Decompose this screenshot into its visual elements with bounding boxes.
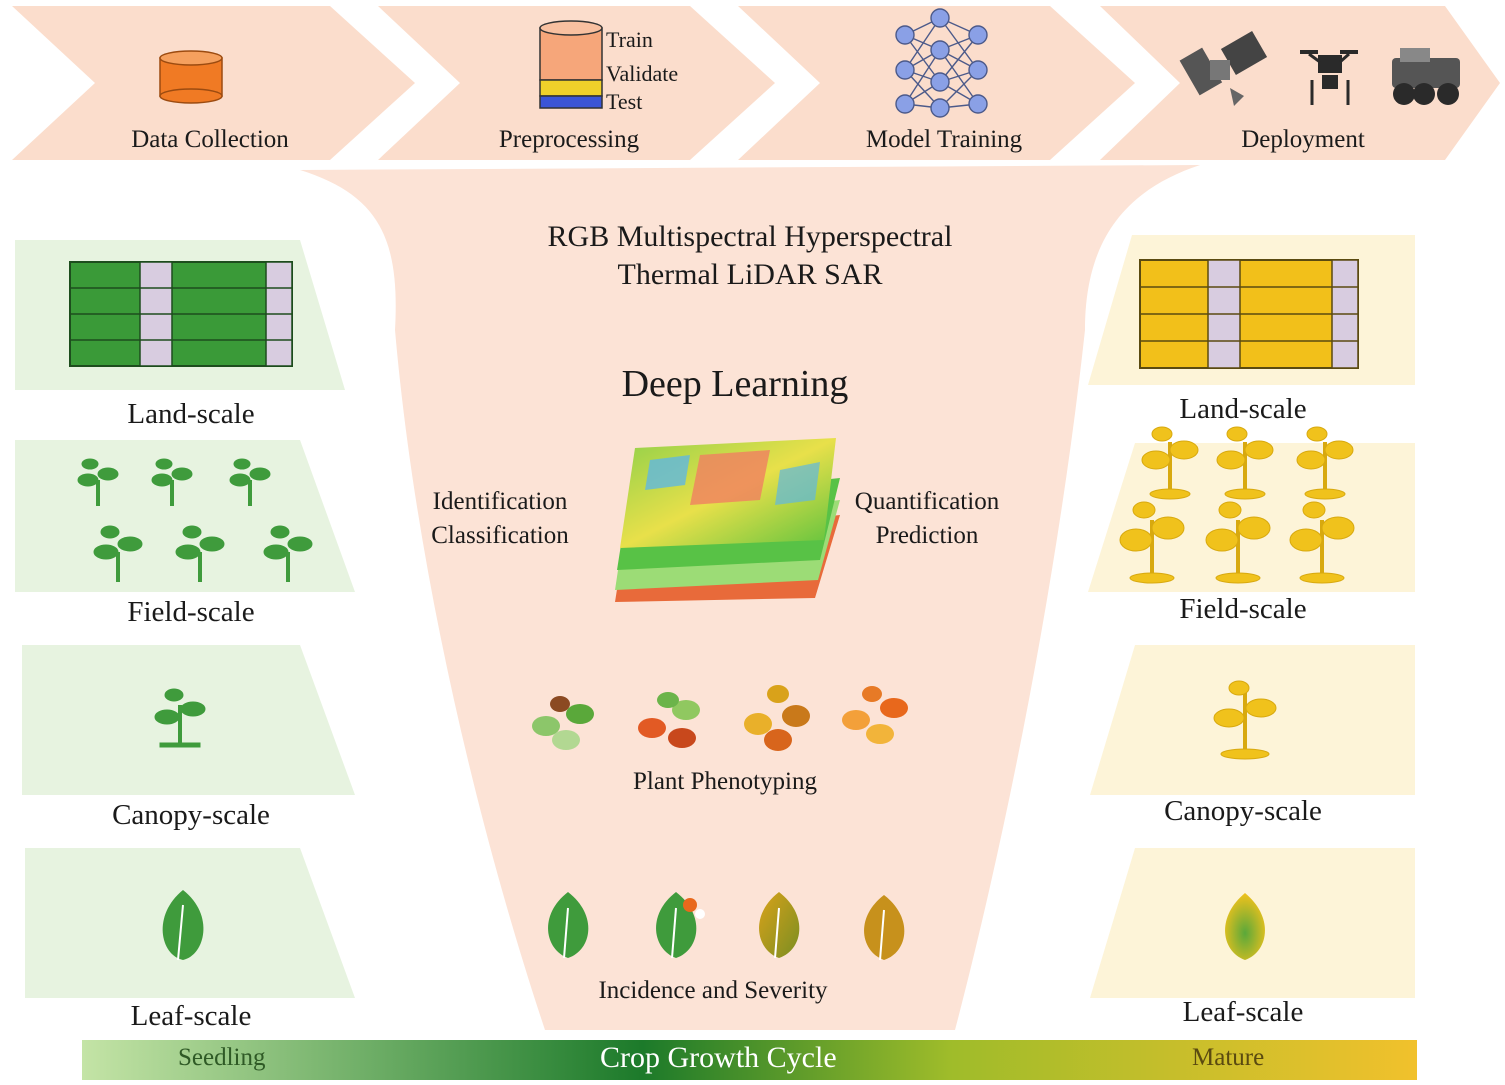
leaf-scale-seedling xyxy=(162,890,204,961)
right-leaf-scale-label: Leaf-scale xyxy=(1182,996,1304,1028)
incidence-severity-label: Incidence and Severity xyxy=(598,977,828,1004)
task-classification: Classification xyxy=(431,522,569,549)
left-land-scale-label: Land-scale xyxy=(127,398,255,430)
canopy-scale-seedling xyxy=(154,688,206,748)
sensor-types-line1: RGB Multispectral Hyperspectral xyxy=(547,220,953,253)
split-validate-label: Validate xyxy=(606,61,679,86)
growth-cycle-bar xyxy=(82,1040,1417,1080)
drone-icon xyxy=(1300,50,1358,105)
leaf-scale-mature xyxy=(1225,893,1265,960)
step-preprocessing: Preprocessing xyxy=(498,126,640,153)
disease-leaf-icons xyxy=(548,892,905,961)
tractor-icon xyxy=(1392,48,1460,105)
right-land-scale-label: Land-scale xyxy=(1179,393,1307,425)
field-scale-seedlings xyxy=(77,458,313,582)
task-quantification: Quantification xyxy=(854,488,1000,515)
neural-network-icon xyxy=(895,8,988,118)
left-leaf-scale-label: Leaf-scale xyxy=(130,1000,252,1032)
land-scale-grid-mature xyxy=(1139,259,1359,369)
split-train-label: Train xyxy=(606,27,653,52)
stacked-remote-sensing-maps xyxy=(615,438,840,602)
task-identification: Identification xyxy=(432,488,568,515)
field-scale-mature xyxy=(1119,426,1355,584)
step-model-training: Model Training xyxy=(865,126,1023,153)
sensor-types-line2: Thermal LiDAR SAR xyxy=(617,258,883,291)
growth-end-label: Mature xyxy=(1192,1044,1265,1071)
split-test-label: Test xyxy=(606,89,643,114)
deep-learning-title: Deep Learning xyxy=(621,363,849,405)
growth-cycle-title: Crop Growth Cycle xyxy=(600,1041,837,1074)
canopy-scale-mature xyxy=(1213,680,1277,760)
step-deployment: Deployment xyxy=(1241,126,1365,153)
step-data-collection: Data Collection xyxy=(131,126,289,153)
task-prediction: Prediction xyxy=(875,522,979,549)
database-icon xyxy=(159,50,223,104)
growth-start-label: Seedling xyxy=(178,1044,266,1071)
data-split-icon xyxy=(539,20,603,109)
right-field-scale-label: Field-scale xyxy=(1179,593,1307,625)
phenotyping-plant-icons xyxy=(532,685,908,751)
plant-phenotyping-label: Plant Phenotyping xyxy=(632,768,818,795)
left-field-scale-label: Field-scale xyxy=(127,596,255,628)
satellite-icon xyxy=(1179,31,1268,106)
right-canopy-scale-label: Canopy-scale xyxy=(1164,795,1322,827)
land-scale-grid-seedling xyxy=(69,261,293,367)
left-canopy-scale-label: Canopy-scale xyxy=(112,799,270,831)
